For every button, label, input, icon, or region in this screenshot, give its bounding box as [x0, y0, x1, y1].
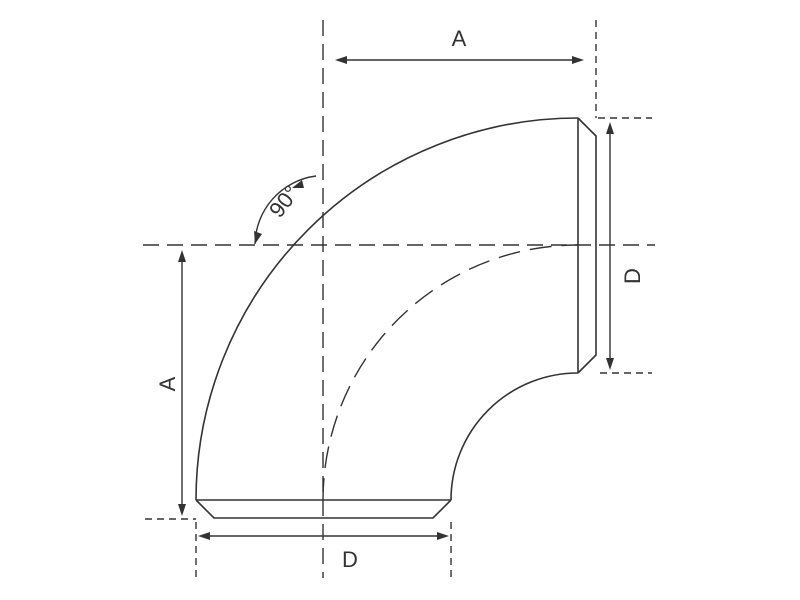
bottom-dimension-label: D [342, 547, 358, 572]
top-dimension-label: A [452, 26, 467, 51]
right-dimension-arrow-top [606, 122, 614, 134]
right-end-bevel [577, 117, 597, 374]
angle-arrow-lower [254, 231, 262, 244]
left-dimension-label: A [155, 376, 180, 391]
top-dimension-arrow-left [335, 56, 347, 64]
right-dimension-label: D [620, 268, 645, 284]
left-dimension-arrow-bottom [178, 504, 186, 516]
center-bend-arc [322, 244, 579, 501]
outer-bend-arc [195, 117, 579, 501]
left-dimension-arrow-top [178, 250, 186, 262]
bottom-dimension-arrow-left [198, 532, 210, 540]
bottom-end-bevel [195, 499, 452, 519]
right-dimension-arrow-bottom [606, 358, 614, 370]
angle-arrow-upper [292, 180, 304, 188]
inner-bend-arc [450, 372, 579, 501]
top-dimension-arrow-right [572, 56, 584, 64]
bottom-dimension-arrow-right [437, 532, 449, 540]
